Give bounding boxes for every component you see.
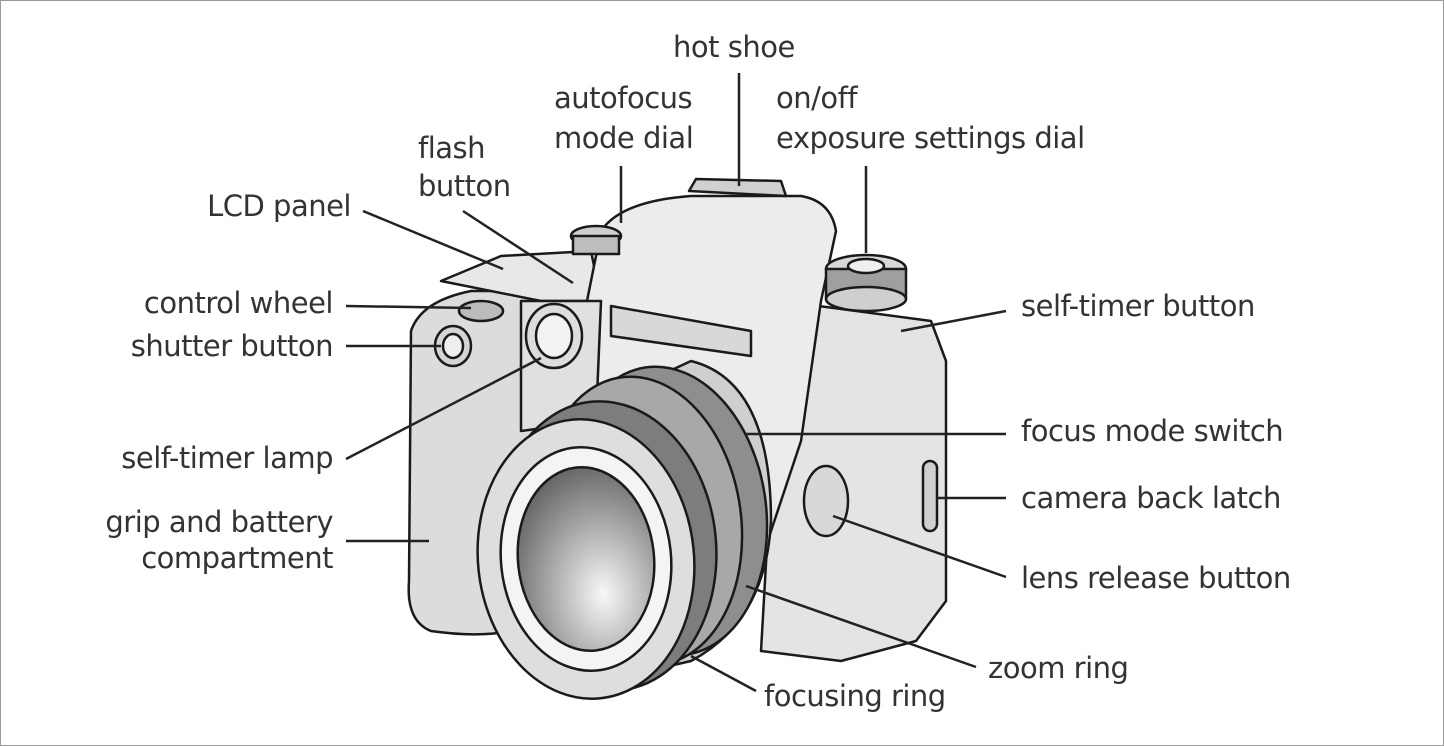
label-grip-line1: grip and battery <box>105 505 333 539</box>
label-autofocus-mode-dial-line1: autofocus <box>554 81 693 115</box>
back-latch-shape <box>921 459 939 533</box>
label-flash-line2: button <box>418 169 511 203</box>
label-autofocus-mode-dial-line2: mode dial <box>554 121 694 155</box>
label-exposure-settings-dial: exposure settings dial <box>776 121 1085 155</box>
label-zoom-ring: zoom ring <box>988 651 1129 685</box>
label-lens-release-button: lens release button <box>1021 561 1291 595</box>
label-hot-shoe: hot shoe <box>673 30 795 64</box>
label-lcd-panel: LCD panel <box>207 189 351 223</box>
label-control-wheel: control wheel <box>143 286 334 320</box>
lens-release-shape <box>802 464 850 538</box>
label-self-timer-lamp: self-timer lamp <box>121 441 333 475</box>
label-focus-mode-switch: focus mode switch <box>1021 414 1284 448</box>
label-flash-line1: flash <box>418 131 486 165</box>
label-grip-line2: compartment <box>141 541 333 575</box>
label-focusing-ring: focusing ring <box>764 679 946 713</box>
hot-shoe <box>687 177 788 198</box>
label-shutter-button: shutter button <box>130 329 334 363</box>
lens-glass <box>516 465 656 653</box>
control-wheel-shape <box>457 299 505 323</box>
label-self-timer-button: self-timer button <box>1021 289 1255 323</box>
label-onoff-line1: on/off <box>776 81 858 115</box>
label-camera-back-latch: camera back latch <box>1021 481 1281 515</box>
leader-lines <box>345 73 1007 693</box>
